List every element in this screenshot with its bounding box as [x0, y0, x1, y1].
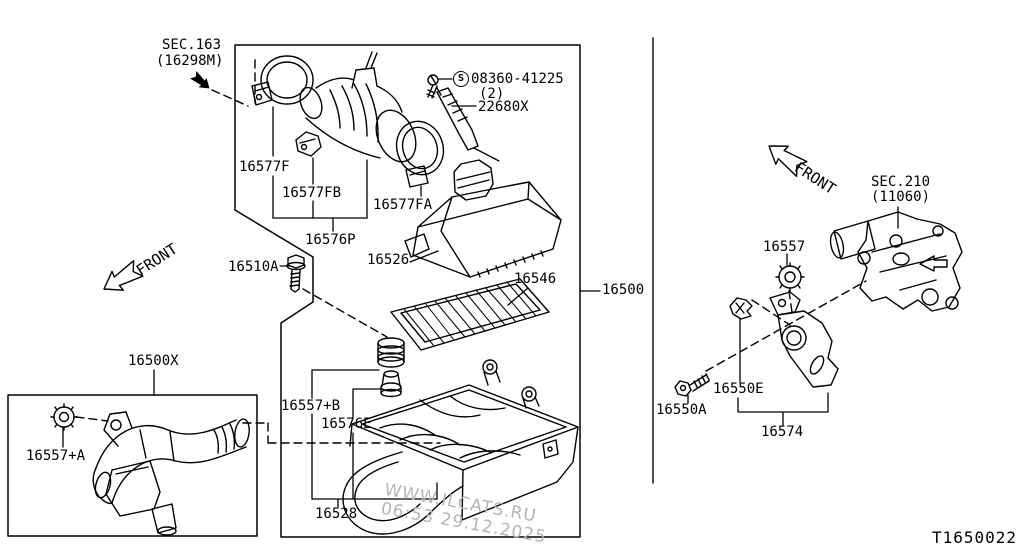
leader-lines — [62, 78, 899, 508]
part-label-16557a[interactable]: 16557+A — [26, 448, 86, 464]
part-label-16577fb[interactable]: 16577FB — [282, 185, 342, 201]
part-label-16510a[interactable]: 16510A — [228, 259, 279, 275]
grommet-16557b-drawing — [377, 337, 405, 368]
front-arrow-right — [768, 145, 808, 178]
bracket-16574-drawing — [769, 291, 839, 388]
part-label-08360-41225[interactable]: 08360-41225 — [471, 71, 564, 87]
clamp-16577f-drawing — [251, 55, 314, 106]
part-label-16577fa[interactable]: 16577FA — [373, 197, 433, 213]
sec163-arrow — [190, 71, 210, 89]
part-label-16526[interactable]: 16526 — [367, 252, 410, 268]
engine-block-drawing — [829, 211, 963, 312]
sec210-ref-line2: (11060) — [871, 189, 931, 205]
part-label-16576p[interactable]: 16576P — [305, 232, 356, 248]
sensor-22680x-drawing — [436, 87, 479, 151]
duct-16500x-drawing — [92, 411, 250, 536]
part-label-16528[interactable]: 16528 — [315, 506, 358, 522]
clamp-16577fa-drawing — [395, 120, 445, 188]
bolt-16510a-drawing — [286, 254, 306, 293]
clip-16550e-drawing — [729, 297, 753, 320]
diagram-code: T1650022 — [932, 528, 1018, 547]
sec163-ref-line1: SEC.163 — [162, 37, 222, 53]
sec163-ref-line2: (16298M) — [156, 53, 224, 69]
cover-16526-drawing — [404, 159, 562, 278]
hose-16576p-drawing — [299, 51, 417, 163]
front-arrow-left — [103, 259, 144, 291]
part-label-16576e[interactable]: 16576E — [321, 416, 372, 432]
duct-assembly-box — [7, 394, 258, 537]
part-label-16577f[interactable]: 16577F — [239, 159, 290, 175]
hardware-qty-label: (2) — [479, 86, 505, 102]
part-label-16574[interactable]: 16574 — [761, 424, 804, 440]
nut-16557a-drawing — [50, 403, 78, 431]
case-16528-drawing — [342, 359, 579, 535]
main-assembly-box — [234, 44, 581, 538]
mount-16576e-drawing — [380, 370, 402, 398]
part-label-16500[interactable]: 16500 — [602, 282, 645, 298]
bolt-16550a-drawing — [674, 373, 710, 397]
sec210-ref-line1: SEC.210 — [871, 174, 931, 190]
screw-symbol-badge[interactable]: S — [453, 71, 469, 87]
screw-08360-drawing — [426, 74, 439, 99]
clamp-16577fb-drawing — [295, 131, 322, 157]
part-label-16557b[interactable]: 16557+B — [281, 398, 341, 414]
part-label-16500x[interactable]: 16500X — [128, 353, 179, 369]
nut-16557-drawing — [775, 262, 805, 292]
part-label-16550e[interactable]: 16550E — [713, 381, 764, 397]
part-label-16546[interactable]: 16546 — [514, 271, 557, 287]
part-label-22680x[interactable]: 22680X — [478, 99, 529, 115]
filter-16546-drawing — [390, 278, 550, 351]
part-label-16550a[interactable]: 16550A — [656, 402, 707, 418]
part-label-16557[interactable]: 16557 — [763, 239, 806, 255]
